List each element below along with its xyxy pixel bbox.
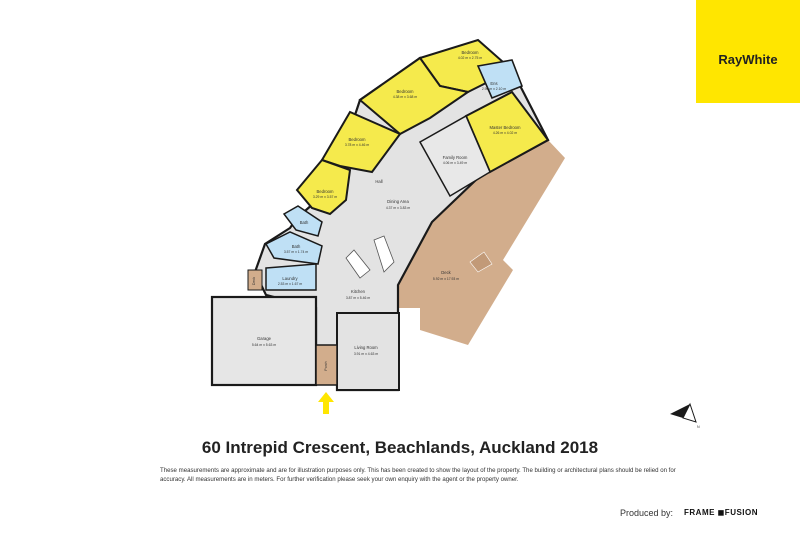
kitchen-name: Kitchen [351,289,366,294]
porch-room [315,344,338,386]
bedroom4-name: Bedroom [317,189,335,194]
master-name: Master Bedroom [490,125,521,130]
living-dims: 3.91 m x 4.63 m [354,352,378,356]
porch-name: Porch [324,361,328,370]
dining-name: Dining Area [387,199,409,204]
deck-area [398,140,565,345]
compass-label: N [697,425,700,429]
producer-logo: FRAME ◼FUSION [684,508,759,517]
hall-name: Hall [375,179,382,184]
living-name: Living Room [354,345,378,350]
garage-name: Garage [257,336,272,341]
bath2-name: Bath [292,244,301,249]
deck-dims: 5.92 m x 17.93 m [433,277,459,281]
bedroom-room-4 [295,158,352,216]
bath-room-2 [264,231,323,265]
bedroom1-dims: 4.02 m x 2.75 m [458,56,482,60]
garage-room [210,295,318,387]
small-deck [247,269,263,291]
bath-room-1 [282,205,323,237]
raywhite-logo: RayWhite [696,0,800,103]
ensuite-name: Ens [490,81,497,86]
bath1-name: Bath [300,220,309,225]
master-dims: 4.26 m x 4.02 m [493,131,517,135]
laundry-room [265,263,317,291]
family-name: Family Room [443,155,468,160]
kitchen-dims: 3.87 m x 5.46 m [346,296,370,300]
disclaimer-text: These measurements are approximate and a… [160,467,676,483]
logo-text: RayWhite [718,52,778,67]
bedroom1-name: Bedroom [462,50,480,55]
entry-arrow [318,392,334,414]
bedroom3-name: Bedroom [349,137,367,142]
bedroom2-dims: 4.38 m x 3.68 m [393,95,417,99]
deck-steps [469,251,493,273]
ensuite-room [476,59,524,100]
kitchen-island [373,235,395,273]
dining-dims: 4.37 m x 3.83 m [386,206,410,210]
ensuite-dims: 2.90 m x 2.10 m [482,87,506,91]
laundry-dims: 2.53 m x 1.67 m [278,282,302,286]
bath2-dims: 3.57 m x 1.74 m [284,250,308,254]
deck-name: Deck [441,270,451,275]
bedroom2-name: Bedroom [397,89,415,94]
family-dims: 4.06 m x 3.49 m [443,161,467,165]
living-room [336,312,400,391]
kitchen-bench [345,249,371,279]
garage-dims: 5.64 m x 5.63 m [252,343,276,347]
compass-icon: N [670,402,700,429]
property-address-title: 60 Intrepid Crescent, Beachlands, Auckla… [201,438,599,457]
bedroom4-dims: 3.29 m x 3.57 m [313,195,337,199]
deck-small-name: Deck [252,277,256,285]
laundry-name: Laundry [282,276,298,281]
family-room [418,114,491,198]
produced-by-label: Produced by: [620,508,674,518]
bedroom3-dims: 3.78 m x 4.46 m [345,143,369,147]
